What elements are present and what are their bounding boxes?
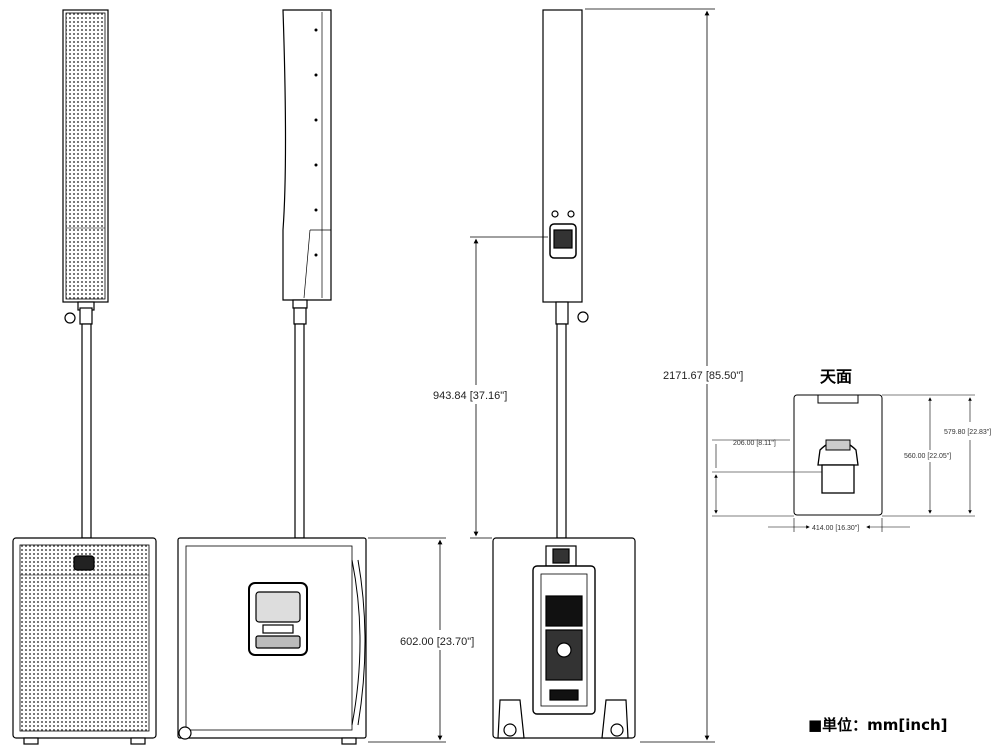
- top-depth-inner-label: 560.00 [22.05"]: [904, 453, 951, 460]
- rear-view: [492, 9, 636, 739]
- top-view: [712, 394, 975, 532]
- dimension-lines: [368, 8, 715, 743]
- column-height-label: 943.84 [37.16"]: [433, 390, 507, 402]
- top-handle-offset-label: 206.00 [8.11"]: [733, 440, 776, 447]
- total-height-label: 2171.67 [85.50"]: [663, 370, 743, 382]
- side-view: [177, 9, 367, 745]
- top-depth-outer-label: 579.80 [22.83"]: [944, 429, 991, 436]
- top-view-title: 天面: [820, 367, 852, 386]
- front-view: [12, 9, 157, 745]
- unit-note: ■単位：mm[inch]: [808, 716, 948, 734]
- sub-height-label: 602.00 [23.70"]: [400, 636, 474, 648]
- top-width-label: 414.00 [16.30"]: [812, 525, 859, 532]
